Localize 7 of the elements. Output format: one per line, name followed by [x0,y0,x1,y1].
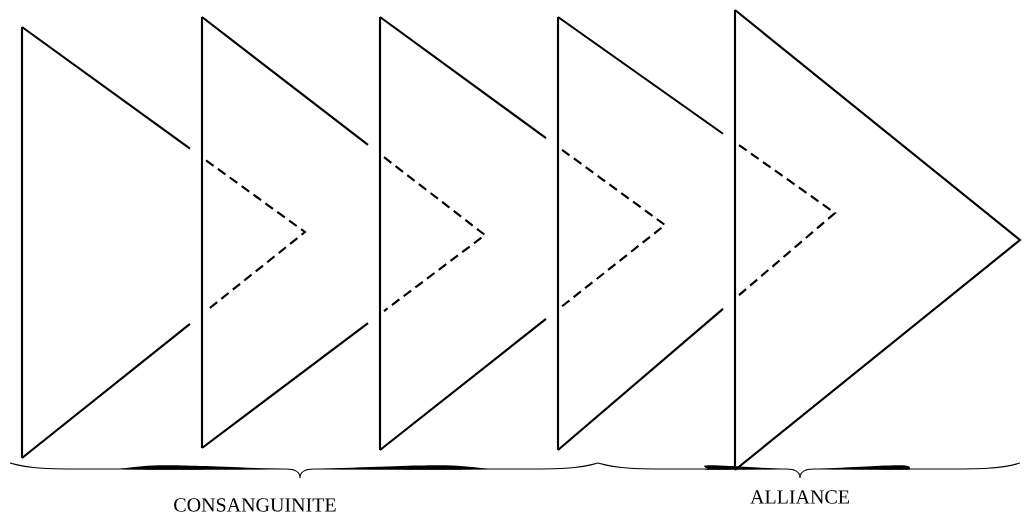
triangle [733,9,1022,471]
triangle [378,16,667,451]
triangle [20,26,307,459]
brace-label: ALLIANCE [750,490,849,504]
triangle [200,16,487,449]
triangle [556,16,837,451]
brace-label: CONSANGUINITE [174,498,336,512]
